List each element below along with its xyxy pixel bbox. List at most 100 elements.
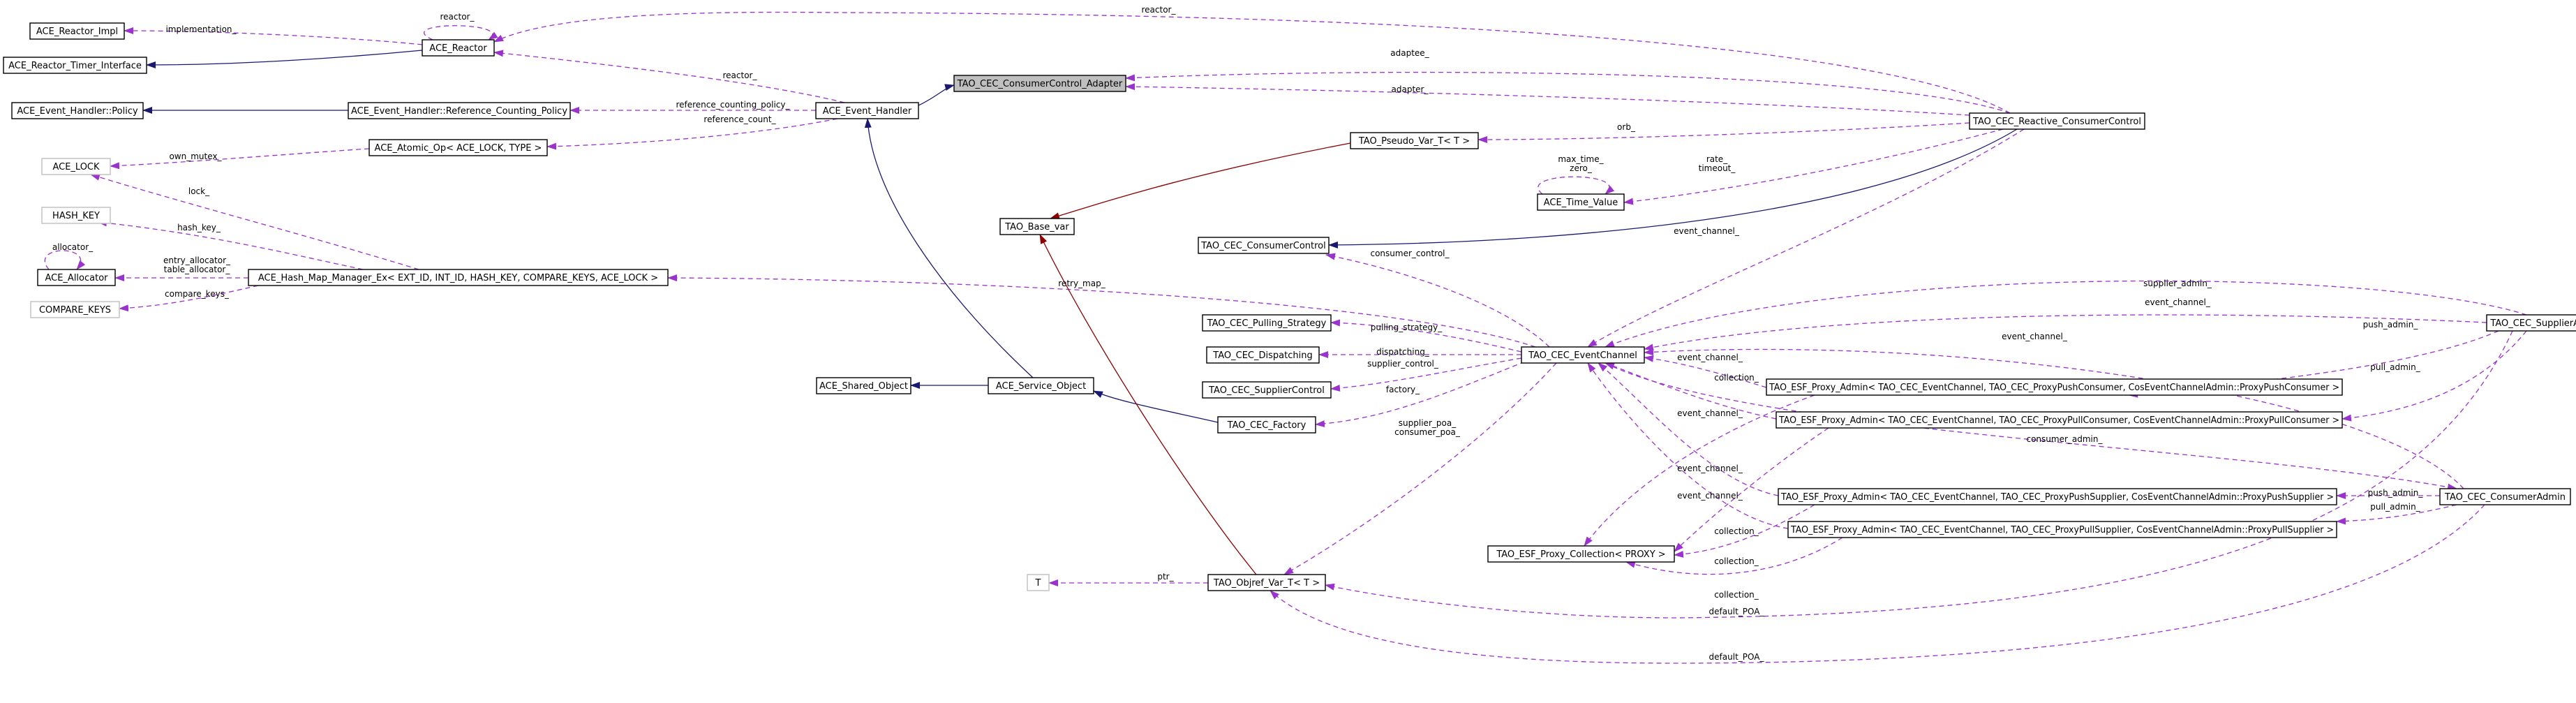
class-node-ace-hash-map-manager[interactable]: ACE_Hash_Map_Manager_Ex< EXT_ID, INT_ID,… — [248, 269, 669, 286]
class-node-dispatching[interactable]: TAO_CEC_Dispatching — [1206, 346, 1320, 364]
usage-arrow — [1125, 71, 2011, 114]
edge-label-collection-4: collection_ — [1714, 590, 1759, 600]
class-node-reactive-consumer-control[interactable]: TAO_CEC_Reactive_ConsumerControl — [1969, 112, 2145, 130]
class-node-box — [1787, 521, 2337, 538]
inheritance-arrow — [918, 84, 955, 106]
class-node-ace-reactor-impl[interactable]: ACE_Reactor_Impl — [29, 22, 125, 40]
edge-own-mutex — [110, 148, 370, 170]
usage-arrow — [1315, 361, 1526, 427]
edge-pull-consumer-ec — [1605, 362, 1777, 420]
class-node-label: TAO_Objref_Var_T< T > — [1213, 578, 1320, 589]
class-node-ace-service-object[interactable]: ACE_Service_Object — [988, 377, 1094, 394]
class-node-t-param[interactable]: T — [1027, 574, 1050, 591]
class-node-box — [2439, 488, 2571, 505]
class-node-tao-pseudo-var[interactable]: TAO_Pseudo_Var_T< T > — [1350, 132, 1479, 149]
edge-label-compare-keys: compare_keys_ — [165, 289, 230, 299]
edge-label-reactor-self: reactor_ — [440, 12, 475, 22]
usage-arrow — [1623, 128, 2004, 205]
edge-rcc-ec — [1587, 128, 2025, 348]
edge-label-factory: factory_ — [1386, 385, 1420, 394]
edge-label-adaptee-1: adaptee_ — [1390, 48, 1429, 58]
usage-arrow — [1125, 83, 1970, 116]
edge-label-refcount-policy: reference_counting_policy_ — [676, 100, 790, 110]
class-node-label: TAO_ESF_Proxy_Collection< PROXY > — [1496, 549, 1665, 560]
class-node-box — [248, 269, 669, 286]
inheritance-arrow — [146, 50, 423, 68]
class-node-proxy-admin-push-consumer[interactable]: TAO_ESF_Proxy_Admin< TAO_CEC_EventChanne… — [1766, 378, 2343, 396]
class-node-label: ACE_LOCK — [52, 162, 100, 172]
edge-label-event-channel-rcc: event_channel_ — [1674, 226, 1740, 236]
class-node-ace-shared-object[interactable]: ACE_Shared_Object — [816, 377, 911, 394]
edge-label-collection-1: collection_ — [1714, 373, 1759, 383]
class-node-box — [2486, 314, 2576, 332]
class-node-tao-base-var[interactable]: TAO_Base_var — [999, 218, 1075, 235]
edge-compare-keys — [119, 285, 259, 312]
class-node-ace-atomic-op[interactable]: ACE_Atomic_Op< ACE_LOCK, TYPE > — [368, 139, 548, 156]
class-node-hash-key[interactable]: HASH_KEY — [41, 207, 111, 224]
class-node-event-channel[interactable]: TAO_CEC_EventChannel — [1521, 346, 1645, 364]
class-node-ace-time-value[interactable]: ACE_Time_Value — [1537, 193, 1625, 211]
class-node-box — [1766, 378, 2343, 396]
class-node-ace-reactor-timer-interface[interactable]: ACE_Reactor_Timer_Interface — [3, 57, 147, 74]
edge-cc-rcc — [1328, 128, 2018, 249]
edges-layer — [44, 11, 2527, 664]
class-node-box — [422, 39, 495, 57]
class-node-ace-event-handler[interactable]: ACE_Event_Handler — [815, 102, 919, 119]
usage-arrow — [1605, 362, 1777, 420]
class-node-box — [29, 22, 125, 40]
class-node-box — [815, 102, 919, 119]
edge-label-adapter-2: adapter_ — [1392, 84, 1429, 94]
usage-arrow — [97, 219, 364, 270]
class-node-proxy-admin-pull-supplier[interactable]: TAO_ESF_Proxy_Admin< TAO_CEC_EventChanne… — [1787, 521, 2337, 538]
edge-label-collection-3: collection_ — [1714, 556, 1759, 566]
class-node-box — [11, 102, 144, 119]
class-node-ace-allocator[interactable]: ACE_Allocator — [37, 269, 116, 286]
class-node-consumer-admin[interactable]: TAO_CEC_ConsumerAdmin — [2439, 488, 2571, 505]
class-node-ace-event-handler-refcount-policy[interactable]: ACE_Event_Handler::Reference_Counting_Po… — [348, 102, 571, 119]
class-node-cec-factory[interactable]: TAO_CEC_Factory — [1217, 416, 1316, 434]
class-node-esf-proxy-collection[interactable]: TAO_ESF_Proxy_Collection< PROXY > — [1487, 545, 1675, 563]
usage-arrow — [1605, 362, 2457, 491]
class-node-compare-keys[interactable]: COMPARE_KEYS — [30, 301, 120, 318]
edge-time-self — [1538, 176, 1615, 195]
class-node-pulling-strategy[interactable]: TAO_CEC_Pulling_Strategy — [1202, 314, 1332, 332]
class-node-box — [37, 269, 116, 286]
class-node-label: TAO_CEC_ConsumerControl_Adapter — [957, 79, 1123, 89]
edge-push-supplier-ec — [1598, 362, 1779, 496]
edge-label-retry-map: retry_map_ — [1058, 279, 1105, 288]
class-node-proxy-admin-push-supplier[interactable]: TAO_ESF_Proxy_Admin< TAO_CEC_EventChanne… — [1778, 488, 2337, 505]
class-node-box — [30, 301, 120, 318]
class-node-label: TAO_CEC_Factory — [1227, 420, 1306, 431]
class-node-label: ACE_Event_Handler::Policy — [17, 106, 138, 117]
template-arrow — [1050, 142, 1351, 219]
edge-label-rate-timeout: rate_timeout_ — [1699, 154, 1736, 173]
class-node-box — [1487, 545, 1675, 563]
edge-service-eh — [864, 118, 1034, 378]
usage-arrow — [1598, 362, 1779, 496]
class-node-consumer-control[interactable]: TAO_CEC_ConsumerControl — [1198, 237, 1330, 254]
class-node-supplier-admin[interactable]: TAO_CEC_SupplierAdmin — [2486, 314, 2576, 332]
class-node-ace-event-handler-policy[interactable]: ACE_Event_Handler::Policy — [11, 102, 144, 119]
class-node-box — [816, 377, 911, 394]
edge-label-impl-reactor: implementation_ — [165, 24, 237, 34]
class-node-ace-lock[interactable]: ACE_LOCK — [41, 158, 111, 175]
class-node-label: TAO_ESF_Proxy_Admin< TAO_CEC_EventChanne… — [1790, 525, 2334, 535]
class-node-consumer-control-adapter[interactable]: TAO_CEC_ConsumerControl_Adapter — [953, 75, 1126, 92]
class-node-supplier-control[interactable]: TAO_CEC_SupplierControl — [1202, 381, 1332, 399]
edge-eh-adapter — [918, 84, 955, 106]
class-node-box — [953, 75, 1126, 92]
edge-basevar-pseudo — [1050, 142, 1351, 219]
edge-supplier-control — [1330, 357, 1522, 392]
class-node-ace-reactor[interactable]: ACE_Reactor — [422, 39, 495, 57]
usage-arrow — [119, 285, 259, 312]
edge-ca-ec — [1644, 348, 2464, 489]
usage-arrow — [124, 27, 423, 45]
class-node-label: T — [1035, 578, 1041, 589]
usage-arrow — [424, 25, 498, 40]
edge-adapter — [1125, 83, 1970, 116]
class-node-box — [988, 377, 1094, 394]
edge-label-refcount: reference_count_ — [703, 114, 776, 124]
class-node-proxy-admin-pull-consumer[interactable]: TAO_ESF_Proxy_Admin< TAO_CEC_EventChanne… — [1775, 411, 2343, 429]
usage-arrow — [1584, 394, 1815, 547]
class-node-tao-objref-var[interactable]: TAO_Objref_Var_T< T > — [1207, 574, 1326, 591]
